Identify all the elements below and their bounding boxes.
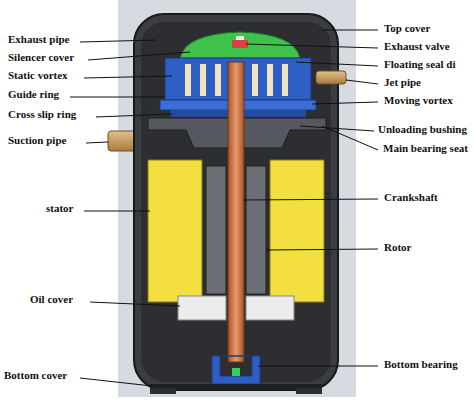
part-label: Silencer cover bbox=[8, 51, 74, 63]
jet-pipe bbox=[316, 71, 346, 84]
leader-line bbox=[258, 366, 378, 367]
foot bbox=[296, 388, 322, 394]
part-label: Rotor bbox=[384, 241, 412, 253]
stator-left bbox=[148, 160, 202, 302]
part-label: Cross slip ring bbox=[8, 108, 76, 120]
shell bbox=[134, 14, 338, 390]
bottom-bearing bbox=[212, 356, 260, 384]
leader-line bbox=[80, 378, 152, 386]
leader-line bbox=[84, 211, 150, 212]
leader-line bbox=[296, 62, 378, 66]
part-label: Oil cover bbox=[30, 293, 73, 305]
backdrop-panel bbox=[118, 0, 356, 397]
part-label: Top cover bbox=[384, 22, 430, 34]
part-label: stator bbox=[46, 202, 74, 214]
part-label: Moving vortex bbox=[384, 94, 453, 106]
stator-right bbox=[270, 160, 324, 302]
valve-top bbox=[236, 36, 244, 40]
part-label: Static vortex bbox=[8, 69, 68, 81]
part-label: Guide ring bbox=[8, 88, 59, 100]
leader-line bbox=[266, 249, 378, 250]
leader-line bbox=[300, 126, 374, 131]
foot bbox=[150, 388, 176, 394]
leader-line bbox=[90, 302, 180, 306]
part-label: Floating seal di bbox=[384, 58, 456, 70]
leader-line bbox=[322, 126, 378, 150]
part-label: Jet pipe bbox=[384, 76, 421, 88]
part-label: Suction pipe bbox=[8, 134, 66, 146]
leader-line bbox=[244, 199, 378, 200]
oil-cover-right bbox=[246, 296, 294, 320]
part-label: Main bearing seat bbox=[383, 142, 468, 154]
leader-line bbox=[346, 80, 378, 84]
scroll-wrap bbox=[215, 64, 221, 96]
part-label: Exhaust valve bbox=[384, 40, 450, 52]
leader-line bbox=[84, 76, 172, 78]
exhaust-valve bbox=[232, 40, 248, 48]
leader-line bbox=[86, 142, 108, 143]
part-label: Bottom bearing bbox=[384, 358, 458, 370]
part-label: Crankshaft bbox=[384, 191, 438, 203]
part-label: Bottom cover bbox=[4, 369, 67, 381]
leader-line bbox=[80, 40, 156, 42]
scroll-wrap bbox=[200, 64, 206, 96]
scroll-wrap bbox=[267, 64, 273, 96]
suction-pipe bbox=[108, 131, 136, 151]
leader-lines bbox=[70, 30, 378, 386]
oil-cover-left bbox=[178, 296, 226, 320]
leader-line bbox=[96, 114, 172, 117]
scroll-wrap bbox=[185, 64, 191, 96]
oil-pickup bbox=[232, 368, 240, 376]
leader-line bbox=[70, 97, 165, 98]
leader-line bbox=[246, 44, 378, 48]
scroll-wrap bbox=[282, 64, 288, 96]
part-label: Exhaust pipe bbox=[8, 33, 69, 45]
rotor-right bbox=[246, 166, 266, 294]
leader-line bbox=[322, 30, 378, 31]
rotor-left bbox=[206, 166, 226, 294]
crankshaft bbox=[228, 62, 244, 362]
scroll-wrap bbox=[252, 64, 258, 96]
leader-line bbox=[312, 102, 378, 104]
part-label: Unloading bushing bbox=[378, 123, 467, 135]
leader-line bbox=[88, 52, 190, 60]
